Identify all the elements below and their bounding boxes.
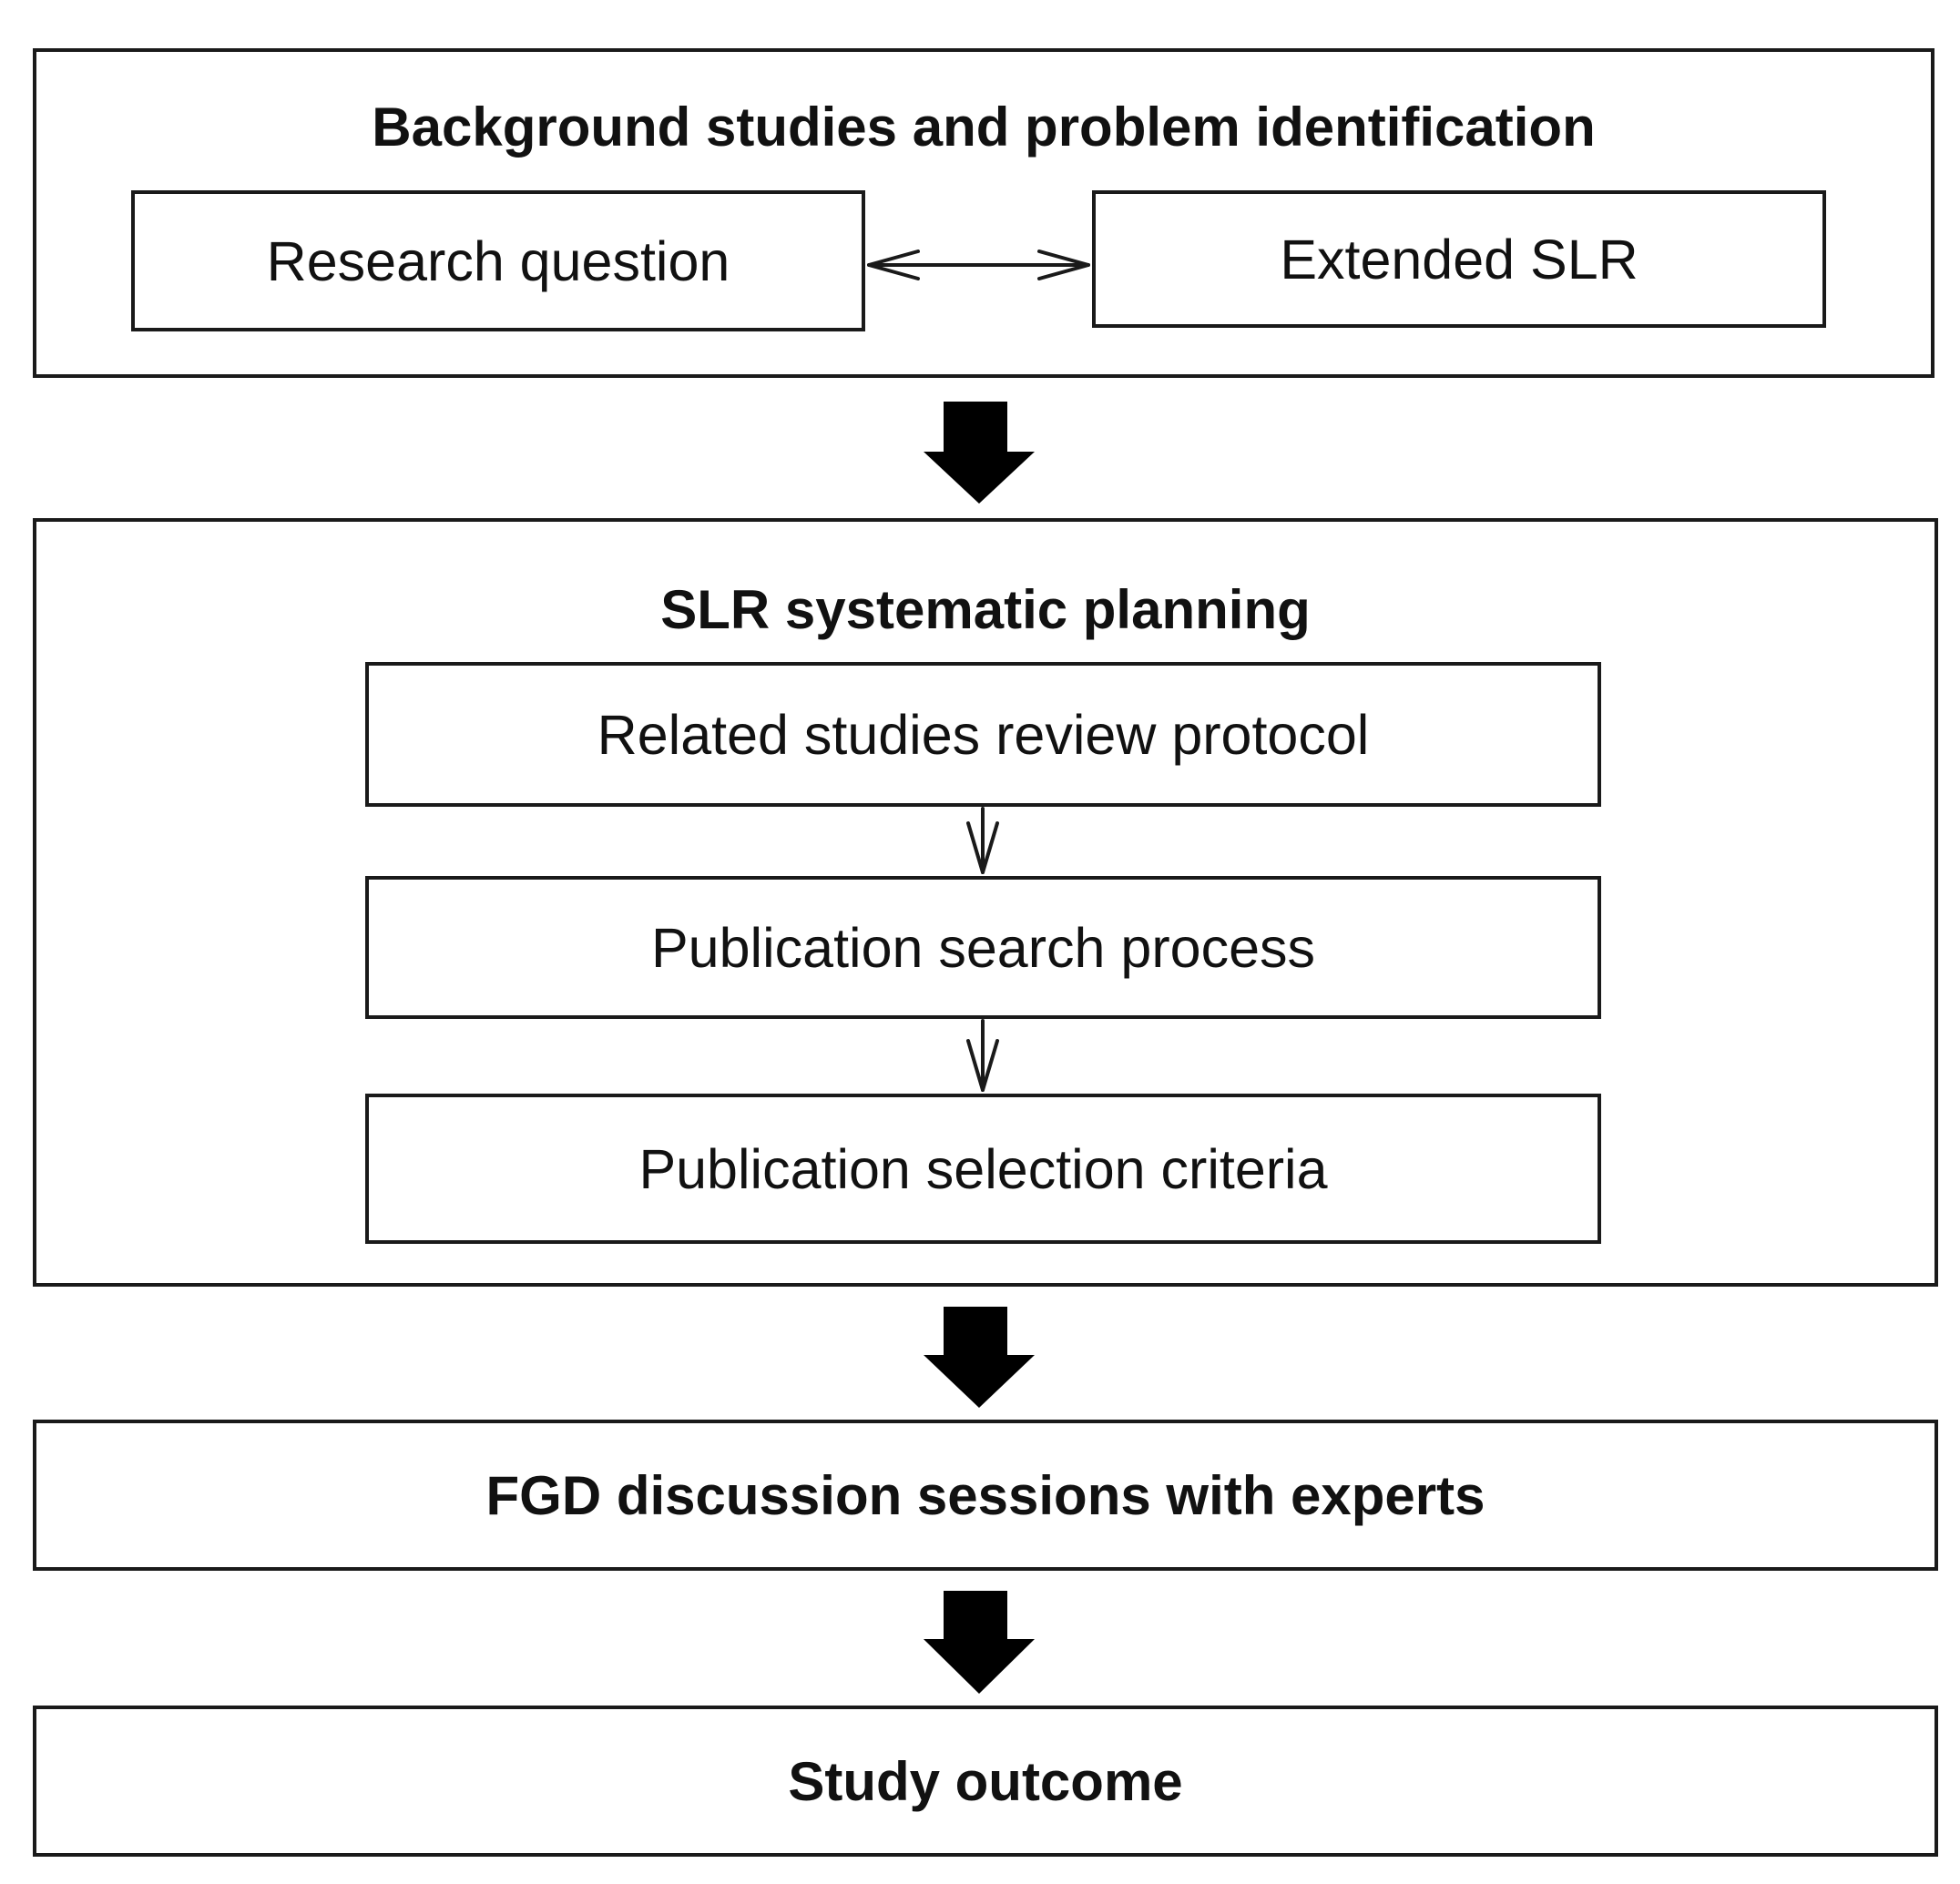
- research-question-box: Research question: [131, 190, 865, 331]
- stage-outcome-box: Study outcome: [33, 1706, 1938, 1857]
- stage-outcome-title: Study outcome: [788, 1750, 1183, 1812]
- planning-step-box: Related studies review protocol: [365, 662, 1601, 807]
- extended-slr-box: Extended SLR: [1092, 190, 1826, 328]
- planning-step-label: Publication search process: [651, 916, 1315, 979]
- block-down-arrow-icon: [924, 1591, 1035, 1694]
- planning-step-label: Publication selection criteria: [638, 1137, 1328, 1200]
- research-question-label: Research question: [266, 229, 730, 292]
- planning-step-label: Related studies review protocol: [597, 703, 1370, 766]
- planning-step-box: Publication search process: [365, 876, 1601, 1019]
- planning-step-box: Publication selection criteria: [365, 1094, 1601, 1244]
- stage-fgd-title: FGD discussion sessions with experts: [485, 1464, 1485, 1526]
- extended-slr-label: Extended SLR: [1280, 228, 1638, 290]
- block-down-arrow-icon: [924, 402, 1035, 504]
- block-down-arrow-icon: [924, 1307, 1035, 1408]
- stage-fgd-box: FGD discussion sessions with experts: [33, 1420, 1938, 1571]
- stage-background-title: Background studies and problem identific…: [372, 97, 1596, 158]
- stage-planning-title: SLR systematic planning: [660, 579, 1311, 640]
